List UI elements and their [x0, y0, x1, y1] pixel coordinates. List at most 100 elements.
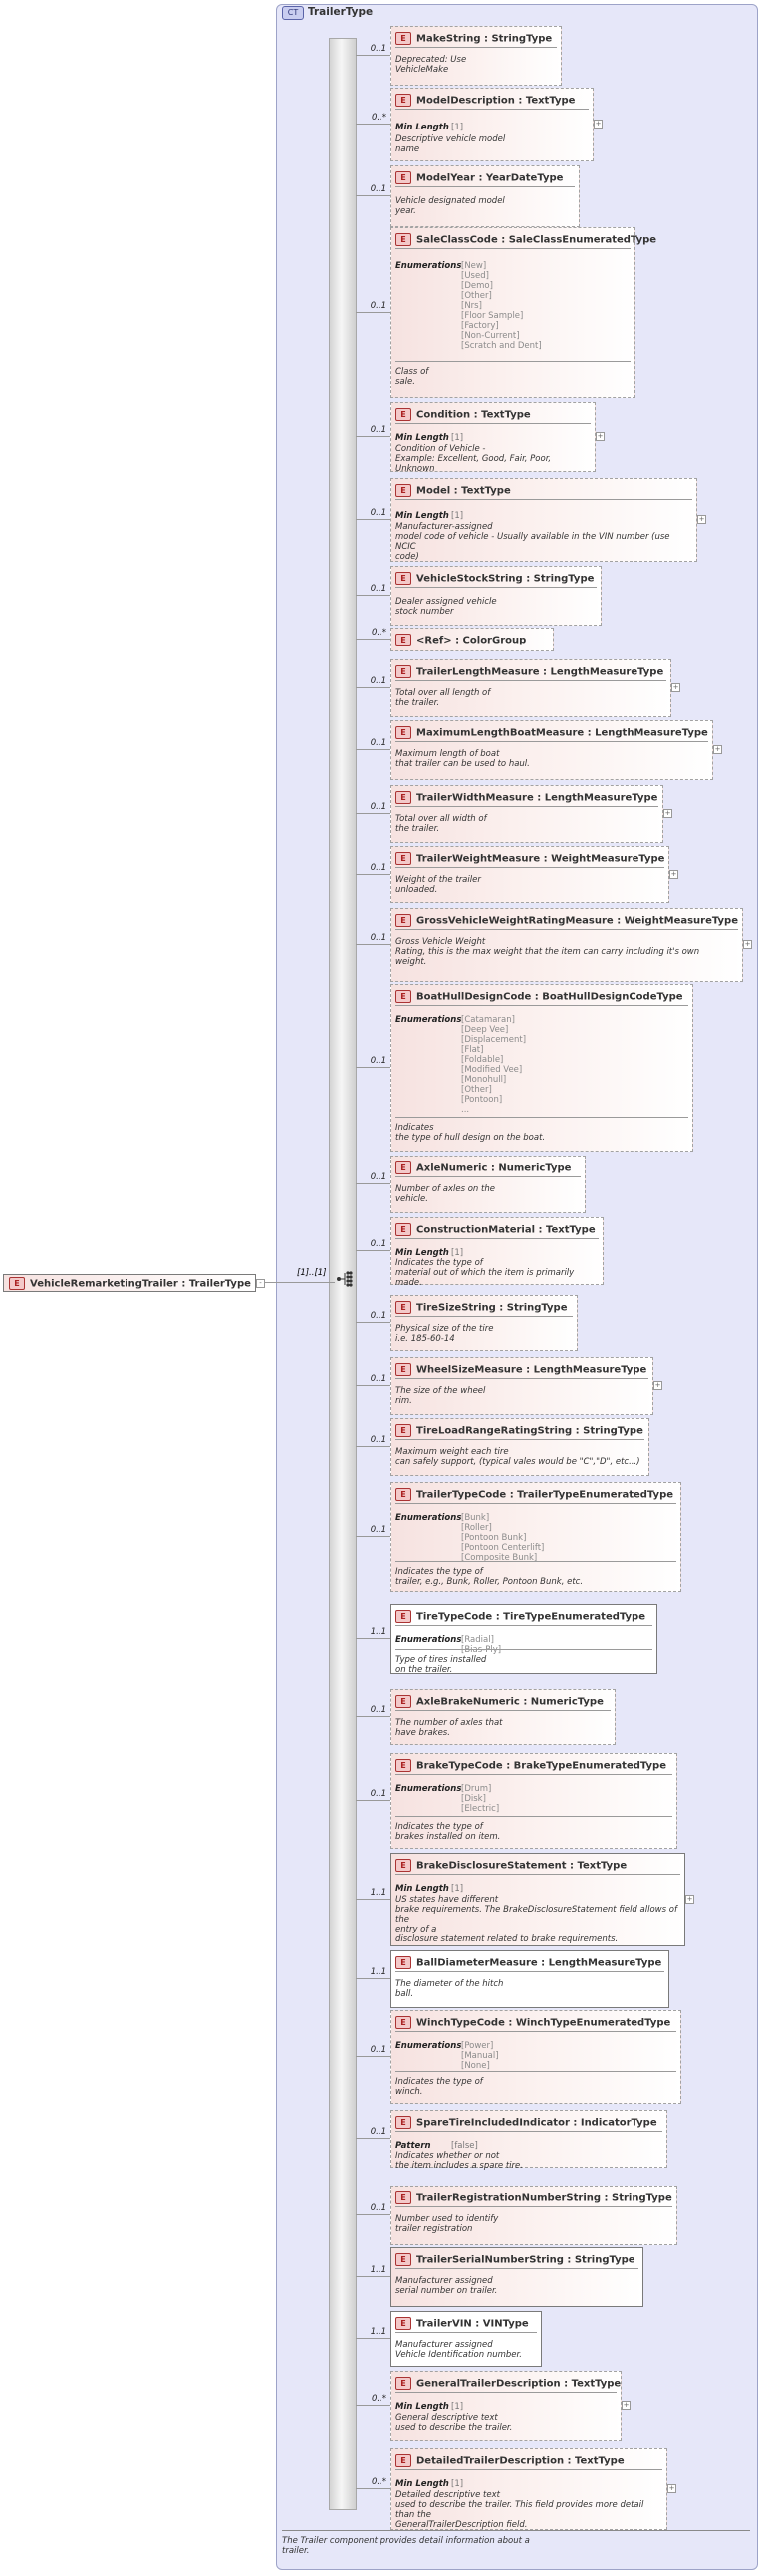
expand-icon[interactable]: + — [622, 2401, 631, 2410]
element-divider — [395, 1117, 688, 1118]
element-name: BrakeTypeCode : BrakeTypeEnumeratedType — [416, 1760, 666, 1772]
cardinality-label: 0..* — [371, 628, 386, 638]
element-name: WheelSizeMeasure : LengthMeasureType — [416, 1364, 647, 1376]
expand-icon[interactable]: + — [697, 515, 706, 524]
element-header: E TireSizeString : StringType — [395, 1301, 568, 1314]
complex-type-documentation: The Trailer component provides detail in… — [282, 2536, 530, 2556]
element-documentation: Type of tires installed on the trailer. — [395, 1655, 487, 1674]
element-divider — [395, 1176, 581, 1177]
element-badge: E — [395, 2016, 411, 2029]
facet-label: Min Length — [395, 511, 449, 521]
expand-icon[interactable]: + — [671, 683, 680, 692]
element-name: <Ref> : ColorGroup — [416, 635, 527, 646]
collapse-icon[interactable]: - — [256, 1279, 265, 1288]
expand-icon[interactable]: + — [594, 120, 603, 129]
element-badge: E — [395, 1301, 411, 1314]
element-divider — [395, 2268, 638, 2269]
element-badge: E — [395, 1956, 411, 1969]
enumeration-values: [Drum] [Disk] [Electric] — [461, 1784, 500, 1814]
cardinality-label: 0..1 — [370, 1525, 386, 1535]
element-name: TrailerWidthMeasure : LengthMeasureType — [416, 792, 658, 804]
element-badge: E — [395, 2317, 411, 2330]
element-header: E<Ref> : ColorGroup — [395, 634, 526, 646]
facet-label: Min Length — [395, 1248, 449, 1258]
element-badge: E — [395, 1859, 411, 1872]
element-name: BallDiameterMeasure : LengthMeasureType — [416, 1957, 662, 1969]
element-badge: E — [395, 852, 411, 865]
connector-line — [356, 1716, 390, 1717]
element-documentation: Total over all width of the trailer. — [395, 814, 487, 834]
cardinality-label: 0..1 — [370, 1789, 386, 1799]
connector-line — [356, 1446, 390, 1447]
element-divider — [395, 1971, 664, 1972]
cardinality-label: 0..1 — [370, 508, 386, 518]
expand-icon[interactable]: + — [653, 1381, 662, 1390]
expand-icon[interactable]: + — [663, 809, 672, 818]
element-box[interactable]: E BallDiameterMeasure : LengthMeasureType… — [390, 1950, 669, 2008]
expand-icon[interactable]: + — [743, 940, 752, 949]
cardinality-label: 0..1 — [370, 1172, 386, 1182]
expand-icon[interactable]: + — [685, 1895, 694, 1904]
expand-icon[interactable]: + — [596, 432, 605, 441]
element-box[interactable]: E<Ref> : ColorGroup — [390, 628, 554, 651]
cardinality-label: 0..1 — [370, 1056, 386, 1066]
expand-icon[interactable]: + — [669, 870, 678, 879]
element-name: TireSizeString : StringType — [416, 1302, 568, 1314]
cardinality-label: 1..1 — [370, 2327, 386, 2337]
element-documentation: Manufacturer assigned serial number on t… — [395, 2276, 498, 2296]
element-divider — [395, 499, 692, 500]
cardinality-label: 0..1 — [370, 933, 386, 943]
element-name: VehicleStockString : StringType — [416, 573, 595, 585]
connector-line — [356, 874, 390, 875]
facet-label: Pattern — [395, 2141, 431, 2151]
element-divider — [395, 47, 557, 48]
expand-icon[interactable]: + — [713, 745, 722, 754]
element-badge: E — [395, 2116, 411, 2129]
connector-line — [356, 312, 390, 313]
element-name: MaximumLengthBoatMeasure : LengthMeasure… — [416, 727, 708, 739]
element-badge: E — [395, 2377, 411, 2390]
expand-icon[interactable]: + — [667, 2484, 676, 2493]
enumerations-label: Enumerations — [395, 1635, 462, 1645]
element-badge: E — [395, 990, 411, 1003]
